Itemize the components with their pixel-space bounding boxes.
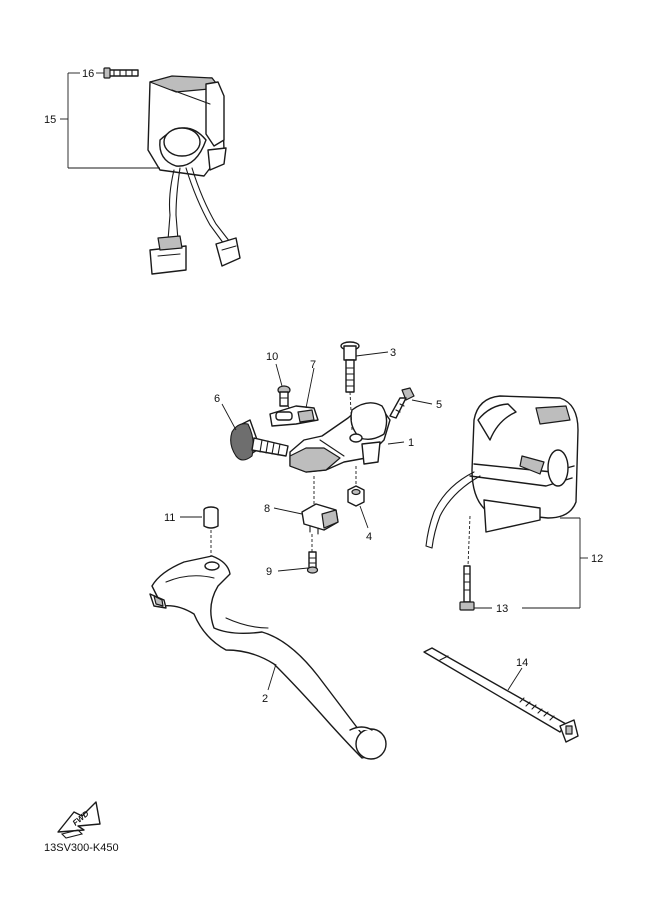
nut-part-4	[347, 466, 365, 507]
callout-8: 8	[264, 503, 270, 515]
screw-part-5	[389, 387, 415, 419]
callout-14: 14	[516, 657, 528, 669]
callout-16: 16	[82, 68, 94, 80]
diagram-code: 13SV300-K450	[44, 842, 119, 854]
callout-13: 13	[496, 603, 508, 615]
callout-2: 2	[262, 693, 268, 705]
callout-5: 5	[436, 399, 442, 411]
callout-6: 6	[214, 393, 220, 405]
leader-lines	[60, 72, 588, 691]
lever-holder-part-1	[289, 402, 391, 473]
callout-15: 15	[44, 114, 56, 126]
callout-7: 7	[310, 359, 316, 371]
lever-part-2	[149, 555, 387, 760]
collar-part-11	[203, 506, 219, 562]
callout-12: 12	[591, 553, 603, 565]
bolt-part-3	[340, 341, 360, 431]
switch-part-8	[301, 476, 339, 535]
collar-part-7	[269, 405, 319, 427]
callout-10: 10	[266, 351, 278, 363]
fwd-arrow-icon: FWD	[57, 801, 101, 839]
callout-9: 9	[266, 566, 272, 578]
callout-4: 4	[366, 531, 372, 543]
adjuster-knob-part-6	[230, 419, 289, 461]
callout-labels: 1 2 3 4 5 6 7 8 9 10 11 12 13 14 15 16	[44, 68, 603, 705]
screw-part-16	[103, 67, 139, 79]
switch-assembly-right	[425, 395, 579, 611]
screw-part-13	[459, 515, 475, 611]
screw-part-9	[306, 534, 319, 574]
callout-11: 11	[164, 512, 175, 524]
switch-assembly-left	[103, 67, 241, 275]
cable-tie-part-14	[423, 647, 579, 743]
callout-1: 1	[408, 437, 414, 449]
callout-3: 3	[390, 347, 396, 359]
